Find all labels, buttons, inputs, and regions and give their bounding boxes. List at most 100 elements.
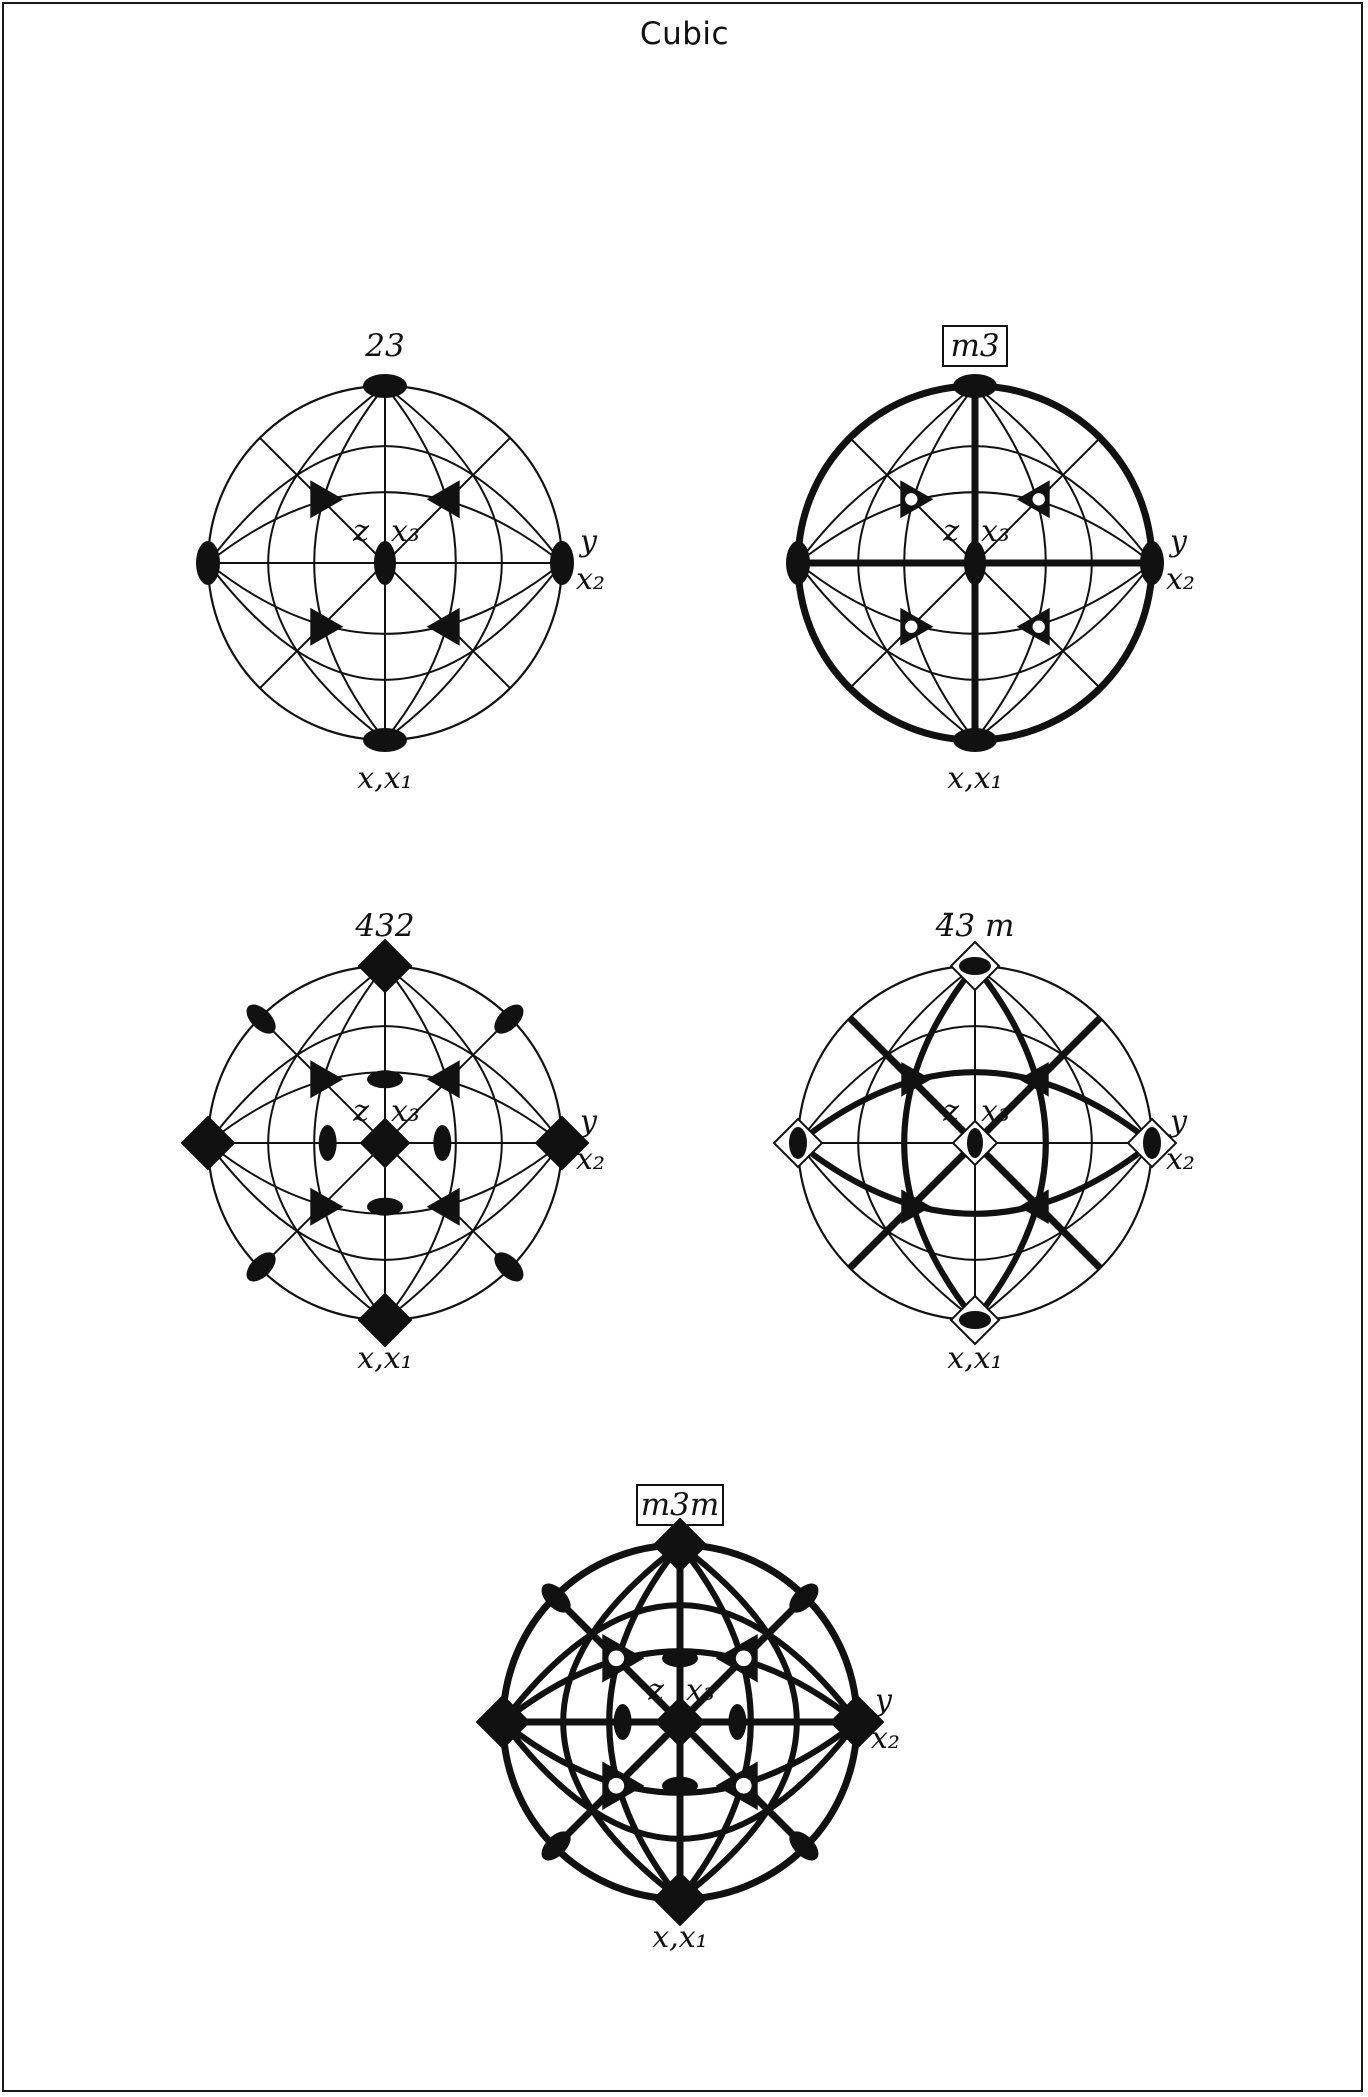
fourfold-axis-bottom bbox=[357, 1292, 413, 1348]
twofold-axis-inner-bottom bbox=[367, 1197, 403, 1216]
threefold-axis-1 bbox=[426, 1060, 460, 1099]
great-circle-outer-right bbox=[678, 1542, 800, 1902]
twofold-axis-diag-1 bbox=[789, 1583, 819, 1613]
great-circle-outer-right bbox=[974, 385, 1093, 741]
twofold-axis-inner-top bbox=[662, 1649, 698, 1668]
great-circle-right bbox=[384, 965, 457, 1321]
great-circle-outer-left bbox=[560, 1542, 682, 1902]
great-circle-outer-left bbox=[267, 385, 386, 741]
great-circle-left bbox=[903, 385, 976, 741]
axis-label-x: x,x₁ bbox=[947, 1341, 1002, 1376]
twofold-axis-top bbox=[953, 374, 997, 398]
point-group-label: 23 bbox=[364, 328, 404, 364]
threefold-axis-2 bbox=[901, 1189, 932, 1224]
threefold-axis-3-center bbox=[1032, 620, 1045, 633]
axis-label-x2: x₂ bbox=[576, 562, 605, 597]
twofold-axis-diag-2 bbox=[541, 1831, 571, 1861]
fourfold-axis-center bbox=[654, 1696, 706, 1748]
axis-label-x3: x₃ bbox=[981, 514, 1010, 549]
axis-label-z: z bbox=[942, 514, 959, 549]
axis-label-x: x,x₁ bbox=[357, 761, 412, 796]
threefold-axis-3 bbox=[426, 1187, 460, 1226]
threefold-axis-0-center bbox=[608, 1650, 625, 1667]
axis-label-y: y bbox=[578, 1104, 598, 1139]
point-group-label: 4̄3 m bbox=[935, 908, 1015, 944]
twofold-axis-center bbox=[964, 541, 986, 585]
axis-label-x3: x₃ bbox=[981, 1094, 1010, 1129]
twofold-axis-right bbox=[1140, 541, 1164, 585]
great-circle-outer-top bbox=[207, 445, 563, 564]
fourfold-axis-left bbox=[475, 1694, 531, 1750]
great-circle-left bbox=[313, 385, 386, 741]
fourfold-axis-bottom bbox=[652, 1871, 708, 1927]
threefold-axis-0 bbox=[310, 480, 344, 519]
inversion-fourfold-core-2 bbox=[789, 1127, 807, 1159]
axis-label-x2: x₂ bbox=[576, 1142, 605, 1177]
great-circle-outer-bottom bbox=[207, 562, 563, 681]
inversion-fourfold-core-0 bbox=[959, 957, 991, 975]
threefold-axis-0 bbox=[310, 1060, 344, 1099]
threefold-axis-3 bbox=[1018, 1189, 1049, 1224]
great-circle-outer-right bbox=[384, 385, 503, 741]
twofold-axis-diag-0 bbox=[541, 1583, 571, 1613]
great-circle-outer-right bbox=[974, 965, 1093, 1321]
inversion-fourfold-core-center bbox=[967, 1128, 983, 1158]
twofold-axis-inner-top bbox=[367, 1070, 403, 1089]
fourfold-axis-top bbox=[652, 1517, 708, 1573]
axis-label-x3: x₃ bbox=[391, 514, 420, 549]
threefold-axis-2-center bbox=[608, 1777, 625, 1794]
great-circle-bottom bbox=[207, 562, 563, 635]
great-circle-outer-bottom bbox=[500, 1720, 860, 1842]
axis-label-z: z bbox=[352, 1094, 369, 1129]
threefold-axis-2 bbox=[310, 1187, 344, 1226]
twofold-axis-diag-0 bbox=[246, 1004, 276, 1034]
great-circle-right bbox=[677, 1543, 754, 1901]
fourfold-axis-right bbox=[534, 1115, 590, 1171]
great-circle-right bbox=[974, 385, 1047, 741]
fourfold-axis-left bbox=[180, 1115, 236, 1171]
axis-label-y: y bbox=[1168, 1104, 1188, 1139]
point-group-label-box bbox=[942, 325, 1008, 367]
great-circle-outer-top bbox=[500, 1602, 860, 1724]
great-circle-top bbox=[797, 491, 1153, 564]
threefold-axis-2-center bbox=[905, 620, 918, 633]
axis-label-x: x,x₁ bbox=[947, 761, 1002, 796]
point-group-label-box bbox=[636, 1484, 724, 1526]
great-circle-outer-left bbox=[857, 965, 976, 1321]
twofold-axis-diag-2 bbox=[246, 1252, 276, 1282]
twofold-axis-inner-right bbox=[728, 1704, 747, 1740]
twofold-axis-diag-3 bbox=[789, 1831, 819, 1861]
twofold-axis-left bbox=[196, 541, 220, 585]
axis-label-z: z bbox=[647, 1673, 664, 1708]
axis-label-y: y bbox=[1168, 524, 1188, 559]
great-circle-outer-left bbox=[267, 965, 386, 1321]
fourfold-axis-center bbox=[359, 1117, 411, 1169]
inversion-fourfold-core-3 bbox=[1143, 1127, 1161, 1159]
axis-label-x3: x₃ bbox=[391, 1094, 420, 1129]
twofold-axis-inner-right bbox=[433, 1125, 452, 1161]
page-title: Cubic bbox=[639, 16, 730, 52]
fourfold-axis-right bbox=[829, 1694, 885, 1750]
great-circle-outer-bottom bbox=[207, 1142, 563, 1261]
twofold-axis-inner-left bbox=[318, 1125, 337, 1161]
threefold-axis-1 bbox=[426, 480, 460, 519]
point-group-label: m3m bbox=[641, 1487, 720, 1523]
threefold-axis-0 bbox=[901, 1062, 932, 1097]
great-circle-outer-bottom bbox=[797, 562, 1153, 681]
axis-label-x2: x₂ bbox=[1166, 1142, 1195, 1177]
great-circle-outer-top bbox=[797, 445, 1153, 564]
great-circle-outer-top bbox=[207, 1025, 563, 1144]
twofold-axis-center bbox=[374, 541, 396, 585]
great-circle-outer-right bbox=[384, 965, 503, 1321]
axis-label-y: y bbox=[578, 524, 598, 559]
great-circle-outer-top bbox=[797, 1025, 1153, 1144]
axis-label-x2: x₂ bbox=[871, 1721, 900, 1756]
great-circle-right bbox=[384, 385, 457, 741]
great-circle-bottom bbox=[797, 562, 1153, 635]
axis-label-x: x,x₁ bbox=[652, 1920, 707, 1955]
twofold-axis-diag-1 bbox=[494, 1004, 524, 1034]
